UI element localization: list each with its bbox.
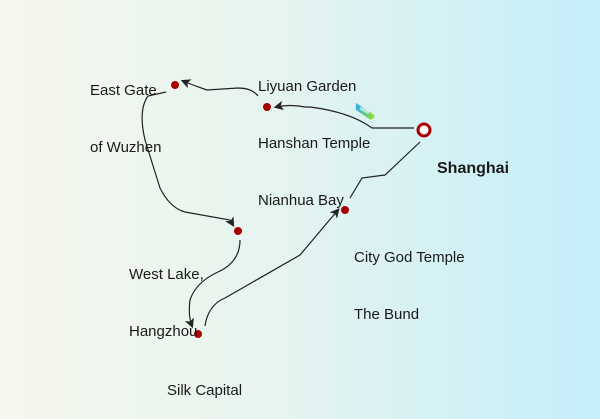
route-segment xyxy=(141,91,235,228)
stop-label-citygod: City God Temple The Bund xyxy=(354,210,465,343)
label-line: of Wuzhen xyxy=(90,139,162,156)
label-line: East Gate xyxy=(90,82,157,99)
stop-label-liyuan: Liyuan Garden Hanshan Temple Nianhua Bay xyxy=(258,39,370,229)
label-line: Hanshan Temple xyxy=(258,135,371,152)
label-line: Nianhua Bay xyxy=(258,192,344,209)
stop-label-silk: Silk Capital xyxy=(167,343,242,419)
label-line: City God Temple xyxy=(354,249,465,266)
stop-label-westlake: West Lake, Hangzhou xyxy=(129,227,204,360)
route-segment xyxy=(184,239,241,329)
stop-label-shanghai: Shanghai xyxy=(437,121,509,197)
stop-marker-liyuan[interactable] xyxy=(263,103,271,111)
label-line: Silk Capital xyxy=(167,382,243,399)
label-line: West Lake, xyxy=(129,266,204,283)
stop-label-wuzhen: East Gate of Wuzhen xyxy=(90,43,161,176)
stop-marker-silk[interactable] xyxy=(194,330,202,338)
start-marker-shanghai[interactable] xyxy=(416,122,432,138)
route-map xyxy=(141,79,432,338)
route-segment xyxy=(273,100,414,129)
label-line: Shanghai xyxy=(437,160,510,177)
label-line: The Bund xyxy=(354,306,420,323)
label-line: Liyuan Garden xyxy=(258,78,357,95)
boat-icon xyxy=(355,103,375,120)
route-segment xyxy=(204,208,340,327)
stop-marker-citygod[interactable] xyxy=(341,206,349,214)
label-line: Hangzhou xyxy=(129,323,198,340)
stop-marker-westlake[interactable] xyxy=(234,227,242,235)
stop-marker-wuzhen[interactable] xyxy=(171,81,179,89)
route-segment xyxy=(180,79,259,97)
route-segment xyxy=(349,141,421,199)
